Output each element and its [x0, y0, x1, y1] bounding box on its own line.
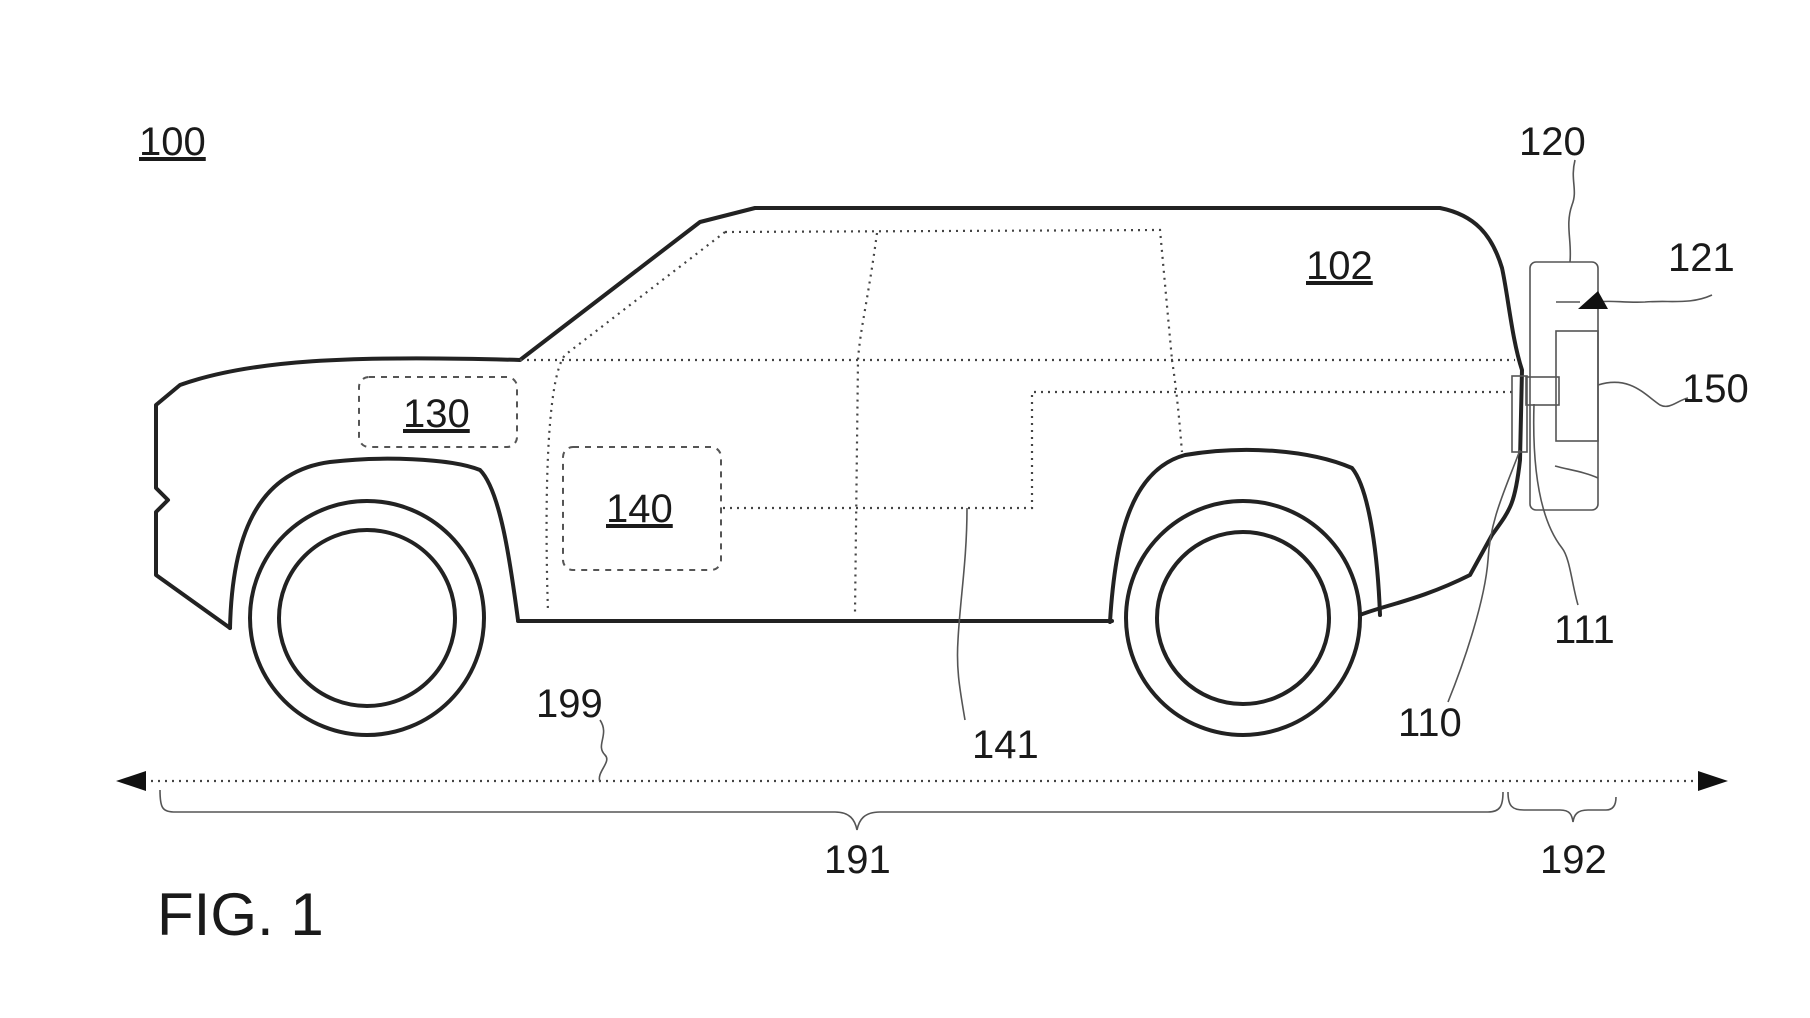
- label-port-110: 110: [1398, 701, 1462, 745]
- port-connector-111: [1525, 376, 1560, 406]
- charger-detail: [1554, 465, 1599, 479]
- module-150: [1555, 330, 1599, 442]
- label-arrow-121: 121: [1668, 236, 1735, 280]
- arrow-121-lead: [1597, 294, 1713, 304]
- figure-caption: FIG. 1: [157, 881, 324, 948]
- charger-120: [1529, 261, 1599, 511]
- cable-141: [723, 390, 1512, 510]
- label-vehicle-100: 100: [139, 120, 206, 164]
- arrow-121-head: [1578, 291, 1608, 309]
- label-connector-111: 111: [1554, 608, 1615, 652]
- front-wheel: [248, 499, 486, 737]
- leader-150: [1597, 381, 1689, 408]
- label-body-102: 102: [1306, 244, 1373, 288]
- label-cable-141: 141: [972, 723, 1039, 767]
- label-span-192: 192: [1540, 838, 1607, 882]
- label-charger-120: 120: [1519, 120, 1586, 164]
- label-unit-130: 130: [403, 392, 470, 436]
- label-axis-199: 199: [536, 682, 603, 726]
- leader-110: [1447, 449, 1521, 703]
- rear-wheel: [1124, 499, 1362, 737]
- leader-111: [1532, 403, 1579, 606]
- brace-191: [159, 789, 1504, 831]
- leader-141: [956, 507, 968, 721]
- leader-199: [598, 719, 608, 783]
- label-span-191: 191: [824, 838, 891, 882]
- vehicle-body: [154, 206, 1524, 630]
- axis-199: [116, 771, 1728, 791]
- brace-192: [1507, 791, 1617, 823]
- label-module-150: 150: [1682, 367, 1749, 411]
- leader-120: [1568, 159, 1576, 263]
- unit-130-box: [358, 376, 518, 448]
- body-panel-lines: [520, 228, 1515, 613]
- label-unit-140: 140: [606, 487, 673, 531]
- unit-140-box: [562, 446, 722, 571]
